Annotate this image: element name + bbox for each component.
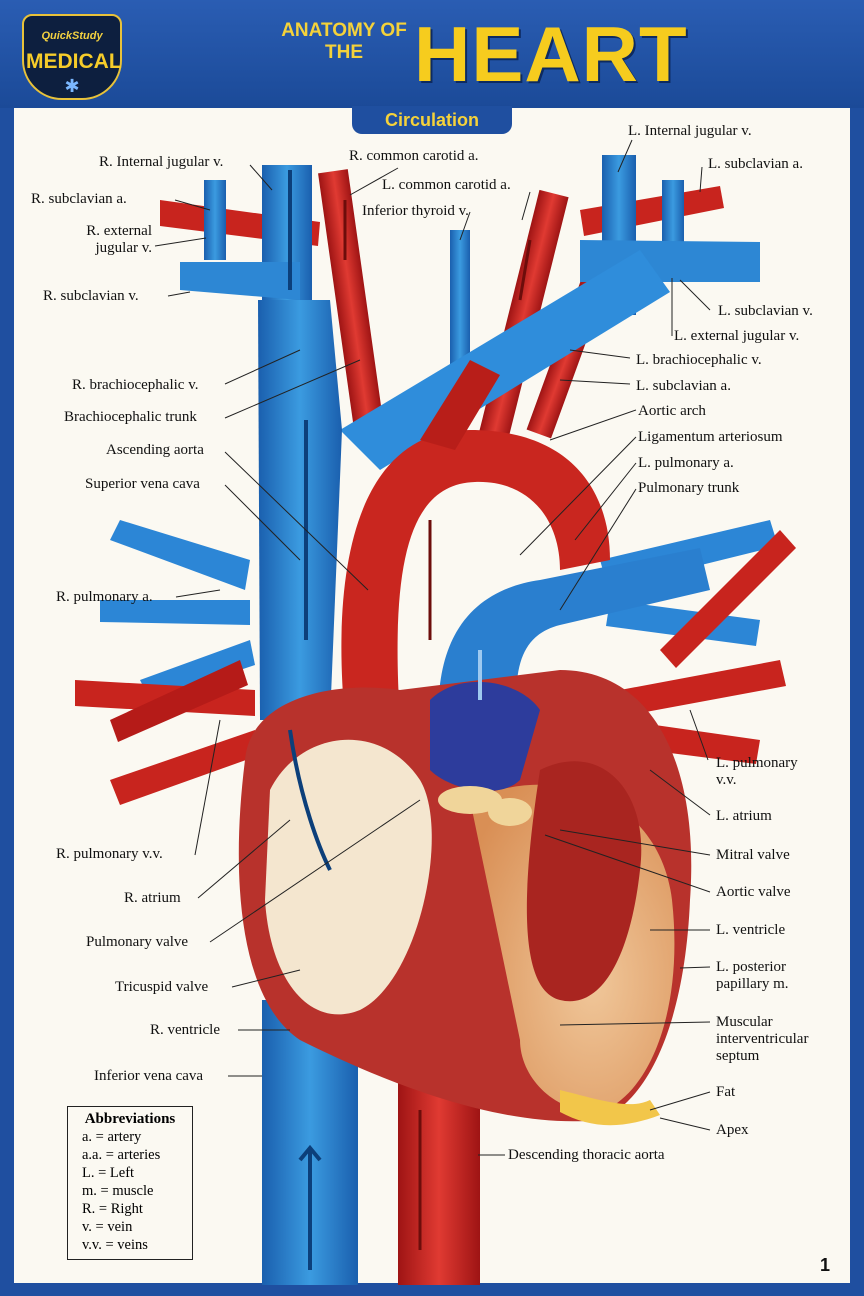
- logo-shield: [22, 14, 122, 100]
- label-l-subclavian-v: L. subclavian v.: [718, 303, 813, 319]
- abbreviation-row: R. = Right: [82, 1201, 143, 1217]
- label-r-atrium: R. atrium: [124, 890, 181, 906]
- abbreviation-row: L. = Left: [82, 1165, 135, 1181]
- label-descending-thoracic-aorta: Descending thoracic aorta: [508, 1147, 665, 1163]
- label-r-ventricle: R. ventricle: [150, 1022, 220, 1038]
- label-r-common-carotid-a: R. common carotid a.: [349, 148, 479, 164]
- label-ascending-aorta: Ascending aorta: [106, 442, 204, 458]
- label-line-3: septum: [716, 1048, 760, 1064]
- label-l-internal-jugular-v: L. Internal jugular v.: [628, 123, 752, 139]
- logo-medical-text: MEDICAL: [26, 50, 122, 73]
- label-aortic-valve: Aortic valve: [716, 884, 791, 900]
- label-l-ventricle: L. ventricle: [716, 922, 786, 938]
- star-of-life-icon: ✱: [64, 76, 80, 97]
- label-r-pulmonary-a: R. pulmonary a.: [56, 589, 153, 605]
- label-l-subclavian-a: L. subclavian a.: [636, 378, 731, 394]
- abbreviation-row: v. = vein: [82, 1219, 133, 1235]
- neck-veins: [180, 155, 760, 470]
- label-r-brachiocephalic-v: R. brachiocephalic v.: [72, 377, 199, 393]
- page-number: 1: [820, 1255, 831, 1275]
- section-tab-label: Circulation: [384, 110, 479, 130]
- vein-flow-arrow-ivc: [298, 1144, 322, 1270]
- label-ligamentum-arteriosum: Ligamentum arteriosum: [638, 429, 783, 445]
- aortic-arch: [341, 360, 610, 720]
- label-superior-vena-cava: Superior vena cava: [85, 476, 200, 492]
- label-l-atrium: L. atrium: [716, 808, 772, 824]
- label-r-pulmonary-vv: R. pulmonary v.v.: [56, 846, 163, 862]
- label-r-subclavian-v: R. subclavian v.: [43, 288, 139, 304]
- label-line-1: Muscular: [716, 1014, 773, 1030]
- header-banner: QuickStudy MEDICAL ✱ ANATOMY OF THE HEAR…: [0, 0, 864, 108]
- artery-flow-arrows: [343, 200, 532, 1250]
- label-pulmonary-trunk: Pulmonary trunk: [638, 480, 740, 496]
- abbreviation-row: v.v. = veins: [82, 1237, 148, 1253]
- label-fat: Fat: [716, 1084, 736, 1100]
- label-l-pulmonary-a: L. pulmonary a.: [638, 455, 734, 471]
- label-inferior-thyroid-v: Inferior thyroid v.: [362, 203, 469, 219]
- label-line-1: L. posterior: [716, 959, 786, 975]
- label-line-1: L. pulmonary: [716, 755, 798, 771]
- label-r-subclavian-a: R. subclavian a.: [31, 191, 127, 207]
- abbreviation-row: a.a. = arteries: [82, 1147, 161, 1163]
- section-tab-circulation: Circulation: [352, 106, 512, 134]
- abbreviation-row: m. = muscle: [82, 1183, 154, 1199]
- label-r-internal-jugular-v: R. Internal jugular v.: [99, 154, 224, 170]
- label-line-2: interventricular: [716, 1031, 809, 1047]
- label-line-2: jugular v.: [95, 240, 152, 256]
- logo-brand-text: QuickStudy: [41, 30, 103, 42]
- superior-vena-cava: [258, 300, 342, 720]
- label-line-1: R. external: [86, 223, 152, 239]
- label-brachiocephalic-trunk: Brachiocephalic trunk: [64, 409, 197, 425]
- label-aortic-arch: Aortic arch: [638, 403, 706, 419]
- label-line-2: v.v.: [716, 772, 737, 788]
- label-line-2: papillary m.: [716, 976, 789, 992]
- abbreviation-row: a. = artery: [82, 1129, 142, 1145]
- quickstudy-medical-logo: QuickStudy MEDICAL ✱: [22, 14, 122, 100]
- label-l-common-carotid-a: L. common carotid a.: [382, 177, 511, 193]
- abbreviations-title: Abbreviations: [84, 1111, 176, 1127]
- label-tricuspid-valve: Tricuspid valve: [115, 979, 209, 995]
- label-inferior-vena-cava: Inferior vena cava: [94, 1068, 204, 1084]
- label-mitral-valve: Mitral valve: [716, 847, 790, 863]
- abbreviations-box: Abbreviations a. = artery a.a. = arterie…: [67, 1106, 193, 1260]
- right-lung-vessels: [75, 520, 260, 805]
- title-prefix: ANATOMY OF THE: [281, 20, 407, 63]
- page-title: HEART: [414, 10, 688, 98]
- label-l-brachiocephalic-v: L. brachiocephalic v.: [636, 352, 762, 368]
- label-apex: Apex: [716, 1122, 749, 1138]
- label-pulmonary-valve: Pulmonary valve: [86, 934, 189, 950]
- leader-lines: [154, 139, 711, 1156]
- label-l-external-jugular-v: L. external jugular v.: [674, 328, 800, 344]
- label-l-subclavian-a-top: L. subclavian a.: [708, 156, 803, 172]
